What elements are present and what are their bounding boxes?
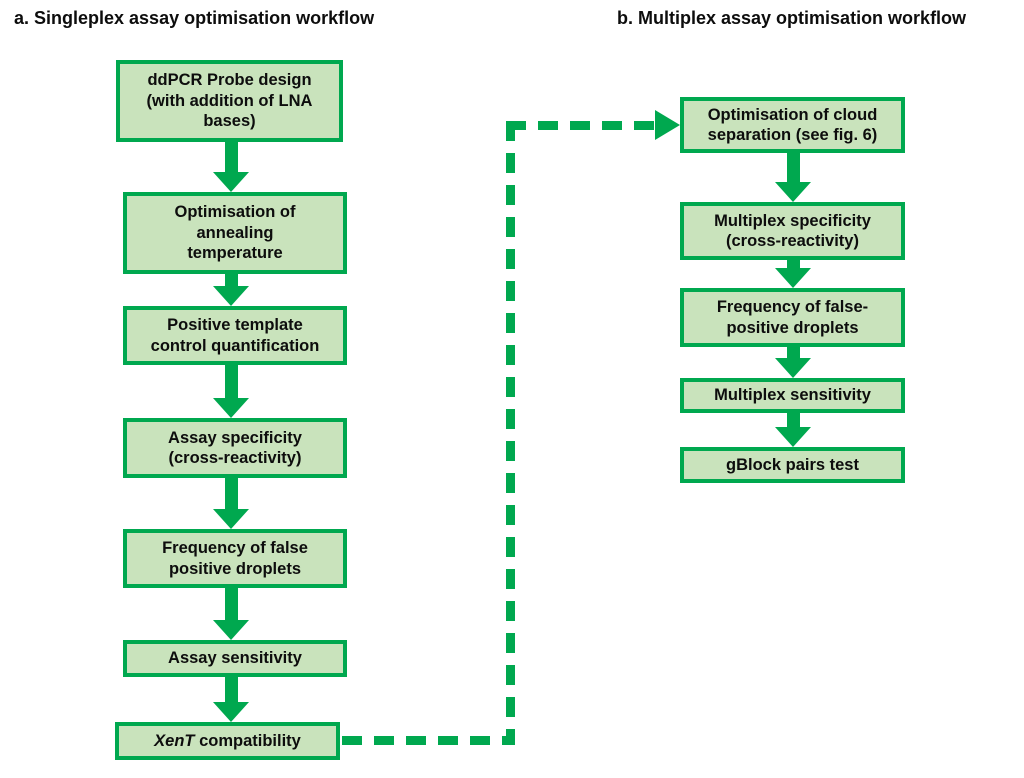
down-arrow-icon bbox=[213, 478, 249, 529]
dashed-connector-top bbox=[506, 121, 656, 130]
step-label: Assay specificity (cross-reactivity) bbox=[168, 428, 302, 468]
step-positive-template-control: Positive template control quantification bbox=[123, 306, 347, 365]
dashed-connector-bottom bbox=[342, 736, 510, 745]
down-arrow-icon bbox=[213, 677, 249, 722]
step-label: Multiplex specificity (cross-reactivity) bbox=[714, 211, 871, 251]
step-label: Multiplex sensitivity bbox=[714, 386, 871, 405]
xent-rest-text: compatibility bbox=[194, 731, 301, 750]
step-annealing-temperature: Optimisation of annealing temperature bbox=[123, 192, 347, 274]
step-multiplex-sensitivity: Multiplex sensitivity bbox=[680, 378, 905, 413]
step-label: XenT compatibility bbox=[154, 731, 301, 752]
step-assay-sensitivity: Assay sensitivity bbox=[123, 640, 347, 677]
step-cloud-separation: Optimisation of cloud separation (see fi… bbox=[680, 97, 905, 153]
down-arrow-icon bbox=[213, 588, 249, 640]
down-arrow-icon bbox=[213, 274, 249, 306]
step-label: Assay sensitivity bbox=[168, 649, 302, 668]
down-arrow-icon bbox=[775, 347, 811, 378]
multiplex-title: b. Multiplex assay optimisation workflow bbox=[617, 8, 967, 28]
dashed-arrowhead-icon bbox=[655, 110, 680, 140]
step-xent-compatibility: XenT compatibility bbox=[115, 722, 340, 760]
step-false-positive-frequency: Frequency of false positive droplets bbox=[123, 529, 347, 588]
down-arrow-icon bbox=[213, 142, 249, 192]
step-gblock-pairs-test: gBlock pairs test bbox=[680, 447, 905, 483]
step-label: Optimisation of cloud separation (see fi… bbox=[707, 105, 878, 145]
down-arrow-icon bbox=[213, 365, 249, 418]
step-label: gBlock pairs test bbox=[726, 455, 859, 474]
xent-italic-text: XenT bbox=[154, 731, 195, 750]
step-label: Frequency of false positive droplets bbox=[162, 539, 308, 578]
step-multiplex-false-positive-frequency: Frequency of false- positive droplets bbox=[680, 288, 905, 347]
down-arrow-icon bbox=[775, 413, 811, 447]
down-arrow-icon bbox=[775, 153, 811, 202]
step-label: Optimisation of annealing temperature bbox=[174, 203, 296, 263]
step-ddpcr-probe-design: ddPCR Probe design (with addition of LNA… bbox=[116, 60, 343, 142]
step-label: Positive template control quantification bbox=[150, 316, 320, 355]
step-label: ddPCR Probe design (with addition of LNA… bbox=[146, 71, 313, 131]
step-label: Frequency of false- positive droplets bbox=[716, 298, 869, 337]
singleplex-title: a. Singleplex assay optimisation workflo… bbox=[14, 8, 375, 28]
dashed-connector-vertical bbox=[506, 121, 515, 745]
step-multiplex-specificity: Multiplex specificity (cross-reactivity) bbox=[680, 202, 905, 260]
down-arrow-icon bbox=[775, 260, 811, 288]
step-assay-specificity: Assay specificity (cross-reactivity) bbox=[123, 418, 347, 478]
